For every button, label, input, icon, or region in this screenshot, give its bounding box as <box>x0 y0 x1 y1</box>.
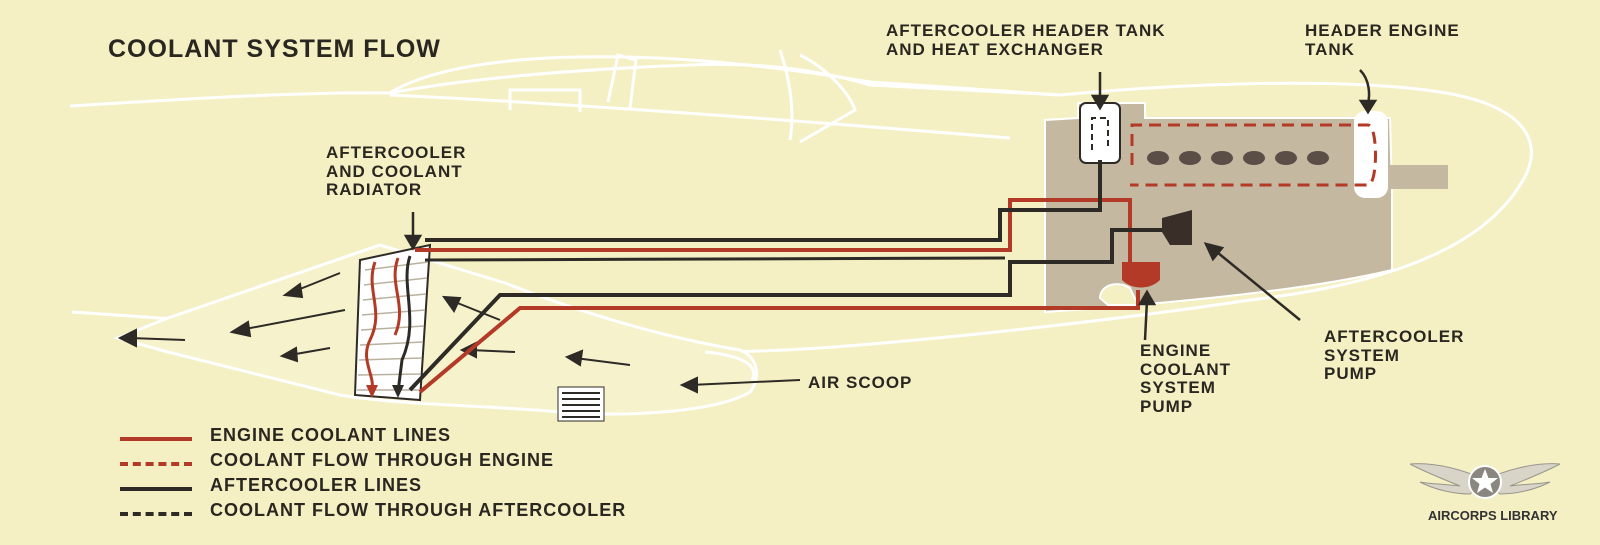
label-line: PUMP <box>1324 364 1378 384</box>
aftercooler-line-lower <box>408 228 1162 392</box>
scoop-vent-slats <box>562 392 600 418</box>
label-line: COOLANT <box>1140 359 1232 379</box>
label-aftercooler-header-tank: AFTERCOOLER HEADER TANK AND HEAT EXCHANG… <box>886 21 1166 59</box>
logo-wing-right <box>1484 463 1560 495</box>
logo-star-icon <box>1472 469 1498 493</box>
label-line: AND COOLANT <box>326 161 463 181</box>
aircorps-library-logo <box>1410 463 1560 499</box>
label-line: AFTERCOOLER <box>326 143 467 162</box>
label-aftercooler-pump: AFTERCOOLER SYSTEM PUMP <box>1324 327 1465 384</box>
radiator-coolant-flow-red-2 <box>393 257 401 336</box>
radiator-coolant-flow-red <box>365 261 378 391</box>
label-line: PUMP <box>1140 397 1194 417</box>
aftercooler-pump <box>1162 210 1192 245</box>
engine-coolant-pump <box>1122 262 1160 288</box>
logo-text: AIRCORPS LIBRARY <box>1428 508 1558 523</box>
radiator-duct-outline <box>113 243 759 416</box>
engine-coolant-flow <box>1130 123 1377 187</box>
label-line: AFTERCOOLER <box>1324 327 1465 346</box>
engine-coolant-line-upper <box>415 198 1132 262</box>
radiator-flow-arrow-1 <box>366 385 378 398</box>
aftercooler-header-tank <box>1079 102 1121 164</box>
label-line: SYSTEM <box>1140 378 1216 398</box>
label-aftercooler-radiator: AFTERCOOLER AND COOLANT RADIATOR <box>326 143 467 200</box>
seat-outline <box>508 53 638 112</box>
header-engine-tank <box>1354 111 1388 198</box>
aftercooler-line-mid <box>424 256 1006 262</box>
radiator-aftercooler-flow <box>396 255 412 393</box>
label-line: RADIATOR <box>326 180 423 200</box>
label-engine-coolant-pump: ENGINE COOLANT SYSTEM PUMP <box>1140 341 1232 417</box>
engine-cylinders <box>1147 151 1329 165</box>
legend-label: AFTERCOOLER LINES <box>210 475 423 495</box>
page-title: COOLANT SYSTEM FLOW <box>108 35 441 63</box>
legend-swatch-black-solid <box>120 487 192 491</box>
aftercooler-line-upper <box>425 160 1102 242</box>
label-line: TANK <box>1305 39 1355 59</box>
air-scoop-lip <box>704 350 756 381</box>
label-line: AFTERCOOLER HEADER TANK <box>886 21 1166 40</box>
legend-swatch-red-solid <box>120 437 192 441</box>
cockpit-line <box>389 93 1011 140</box>
engine-coolant-line-lower <box>418 290 1140 394</box>
fuselage-outline <box>69 55 1533 354</box>
propeller-shaft <box>1390 165 1448 189</box>
radiator-flow-arrow-2 <box>392 385 404 398</box>
label-line: ENGINE <box>1140 341 1212 360</box>
logo-wing-left <box>1410 463 1486 495</box>
legend-label: COOLANT FLOW THROUGH ENGINE <box>210 450 554 470</box>
legend-label: COOLANT FLOW THROUGH AFTERCOOLER <box>210 500 627 520</box>
label-line: HEADER ENGINE <box>1305 21 1460 40</box>
legend-label: ENGINE COOLANT LINES <box>210 425 452 445</box>
label-line: SYSTEM <box>1324 345 1400 365</box>
label-header-engine-tank: HEADER ENGINE TANK <box>1305 21 1460 59</box>
aftercooler-tank-flow <box>1091 117 1109 150</box>
label-line: AND HEAT EXCHANGER <box>886 39 1104 59</box>
legend-swatch-red-dashed <box>120 462 192 466</box>
airflow-arrows <box>117 272 801 394</box>
radiator <box>353 243 432 402</box>
leader-arrows <box>403 69 1378 341</box>
label-air-scoop: AIR SCOOP <box>808 373 913 392</box>
canopy-frame <box>778 49 857 144</box>
legend-swatch-black-dashed <box>120 512 192 516</box>
canopy-outline <box>389 62 1061 97</box>
